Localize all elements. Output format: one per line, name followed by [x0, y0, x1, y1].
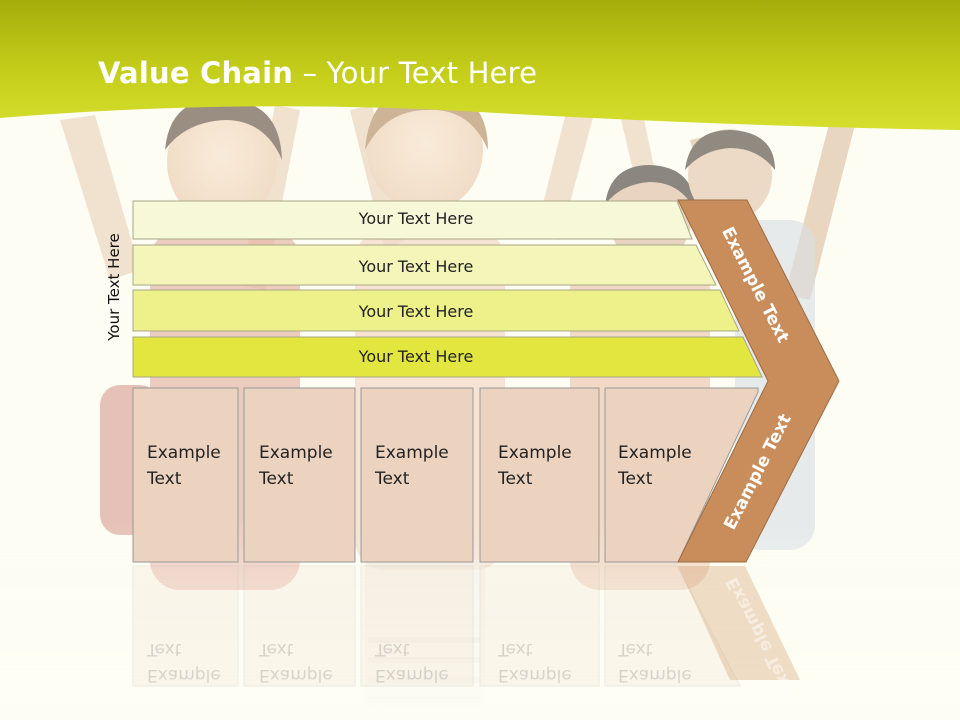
box-reflection-3-line1: Example: [375, 665, 449, 685]
bar-label-4: Your Text Here: [358, 347, 474, 366]
box-reflection-4-line1: Example: [498, 665, 572, 685]
box-text-2: Example Text: [259, 440, 333, 492]
box-reflection-2: Example Text: [259, 636, 333, 688]
box-text-4-line2: Text: [498, 469, 533, 489]
box-text-5-line1: Example: [618, 443, 692, 463]
box-shape-4: [479, 387, 600, 563]
box-shape-1: [132, 387, 239, 563]
box-reflection-4-line2: Text: [498, 639, 533, 659]
box-text-2-line1: Example: [259, 443, 333, 463]
box-shape-3: [360, 387, 474, 563]
box-shape-5: [604, 387, 759, 563]
box-text-1-line1: Example: [147, 443, 221, 463]
title-rest-part: – Your Text Here: [293, 56, 538, 90]
box-reflection-5-line2: Text: [618, 639, 653, 659]
chevron-arrow: [677, 199, 840, 563]
box-text-5-line2: Text: [618, 469, 653, 489]
bar-label-3: Your Text Here: [358, 302, 474, 321]
box-text-1: Example Text: [147, 440, 221, 492]
box-reflection-3: Example Text: [375, 636, 449, 688]
box-text-1-line2: Text: [147, 469, 182, 489]
box-text-3-line2: Text: [375, 469, 410, 489]
box-reflection-5-line1: Example: [618, 665, 692, 685]
box-reflection-2-line1: Example: [259, 665, 333, 685]
box-text-2-line2: Text: [259, 469, 294, 489]
box-reflection-3-line2: Text: [375, 639, 410, 659]
bar-shape-4: [132, 336, 763, 378]
slide-title: Value Chain – Your Text Here: [98, 56, 537, 90]
bar-shape-2: [132, 244, 717, 286]
bar-shape-1: [132, 200, 693, 240]
box-shape-2: [243, 387, 356, 563]
box-reflection-1-line2: Text: [147, 639, 182, 659]
box-reflection-1-line1: Example: [147, 665, 221, 685]
bar-label-1: Your Text Here: [358, 209, 474, 228]
box-text-3: Example Text: [375, 440, 449, 492]
bar-shape-3: [132, 289, 740, 332]
box-reflection-4: Example Text: [498, 636, 572, 688]
box-text-3-line1: Example: [375, 443, 449, 463]
box-text-5: Example Text: [618, 440, 692, 492]
box-reflection-5: Example Text: [618, 636, 692, 688]
box-text-4: Example Text: [498, 440, 572, 492]
bar-label-2: Your Text Here: [358, 257, 474, 276]
title-bold-part: Value Chain: [98, 56, 294, 90]
box-reflection-2-line2: Text: [259, 639, 294, 659]
box-text-4-line1: Example: [498, 443, 572, 463]
reflection-group: [132, 565, 741, 687]
box-reflection-1: Example Text: [147, 636, 221, 688]
